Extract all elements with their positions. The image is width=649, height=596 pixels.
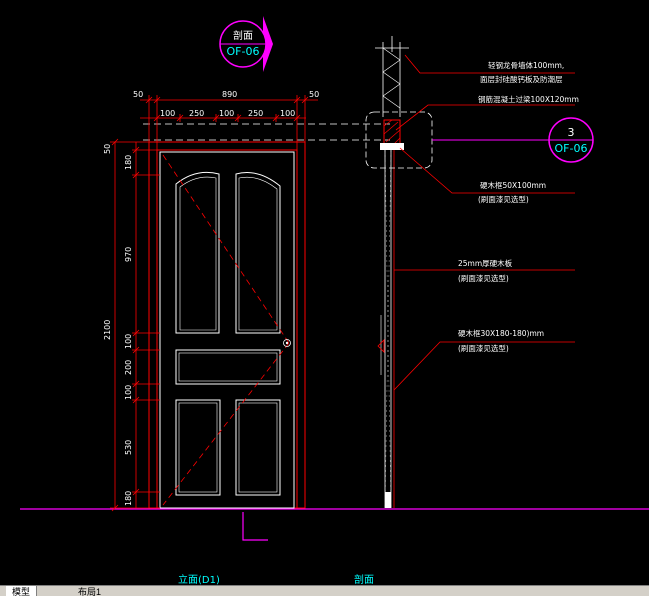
door-panel-middle bbox=[175, 349, 281, 385]
detail-tag[interactable]: 3 OF-06 bbox=[548, 117, 594, 163]
detail-tag-number: 3 bbox=[568, 126, 575, 139]
section-tag-title: 剖面 bbox=[233, 29, 253, 42]
section-cut-marker bbox=[242, 512, 268, 541]
dim-vseg-2: 970 bbox=[124, 247, 133, 262]
dim-right-margin: 50 bbox=[309, 90, 319, 99]
left-dimensions bbox=[110, 138, 160, 512]
annotation-2-line1: 钢筋混凝土过梁100X120mm bbox=[478, 94, 579, 104]
dim-seg-5: 100 bbox=[280, 109, 295, 118]
dim-vseg-3: 100 bbox=[124, 334, 133, 349]
tab-model[interactable]: 模型 bbox=[6, 586, 38, 596]
annotation-4-line2: (刷面漆见选型) bbox=[458, 273, 509, 283]
section-tag-code: OF-06 bbox=[227, 45, 260, 58]
dim-overall-height: 2100 bbox=[103, 320, 112, 340]
annotation-4-line1: 25mm厚硬木板 bbox=[458, 258, 513, 268]
annotation-3-line1: 硬木框50X100mm bbox=[480, 180, 546, 190]
annotation-leaders bbox=[393, 54, 575, 391]
annotation-3-line2: (刷面漆见选型) bbox=[478, 194, 529, 204]
dim-seg-2: 250 bbox=[189, 109, 204, 118]
dim-top-margin: 50 bbox=[103, 144, 112, 154]
door-elevation bbox=[148, 141, 306, 509]
section-tag[interactable]: 剖面 OF-06 bbox=[219, 16, 273, 72]
annotation-1-line1: 轻钢龙骨墙体100mm, bbox=[488, 60, 564, 70]
wall-section bbox=[375, 36, 409, 509]
door-knob bbox=[283, 339, 291, 347]
dim-vseg-7: 180 bbox=[124, 491, 133, 506]
annotation-1-line2: 面层封硅酸钙板及防潮层 bbox=[480, 74, 563, 84]
layout-tabs: 模型 布局1 bbox=[0, 585, 649, 596]
door-panel-upper-left bbox=[175, 171, 220, 334]
dim-vseg-4: 200 bbox=[124, 360, 133, 375]
annotation-5-line1: 硬木框30X180-180)mm bbox=[458, 328, 544, 338]
dim-seg-3: 100 bbox=[219, 109, 234, 118]
door-panel-lower-left bbox=[175, 399, 221, 496]
caption-elevation: 立面(D1) bbox=[178, 573, 220, 586]
annotation-5-line2: (刷面漆见选型) bbox=[458, 343, 509, 353]
caption-section: 剖面 bbox=[354, 573, 374, 586]
dim-vseg-6: 530 bbox=[124, 440, 133, 455]
tab-layout1[interactable]: 布局1 bbox=[78, 587, 102, 596]
top-dimensions bbox=[140, 95, 318, 150]
dim-seg-4: 250 bbox=[248, 109, 263, 118]
door-panel-upper-right bbox=[235, 172, 281, 334]
dim-seg-1: 100 bbox=[160, 109, 175, 118]
dim-left-margin: 50 bbox=[133, 90, 143, 99]
detail-tag-code: OF-06 bbox=[555, 142, 588, 155]
door-panel-lower-right bbox=[235, 399, 281, 496]
dim-vseg-1: 180 bbox=[124, 155, 133, 170]
dim-vseg-5: 100 bbox=[124, 385, 133, 400]
dim-overall-width: 890 bbox=[222, 90, 237, 99]
